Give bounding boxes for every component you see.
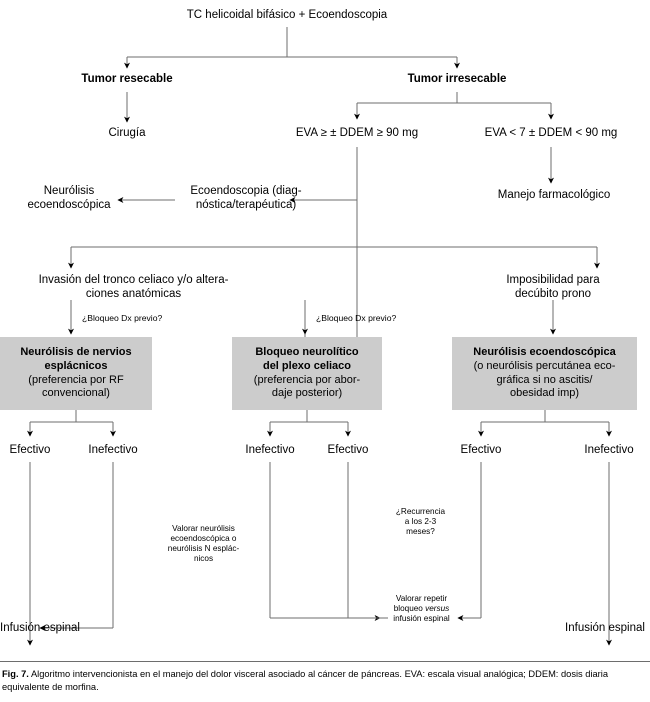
label-bloqueo-dx-previo-left: ¿Bloqueo Dx previo? (82, 313, 163, 323)
node-tc-helicoidal: TC helicoidal bifásico + Ecoendoscopia (186, 9, 388, 21)
note-text-versus: versus (425, 604, 450, 613)
note-valorar-repetir-bloqueo: Valorar repetir bloqueo versus infusión … (383, 594, 460, 624)
label-bloqueo-dx-previo-mid: ¿Bloqueo Dx previo? (316, 313, 397, 323)
caption-divider (0, 661, 650, 662)
node-tumor-resecable: Tumor resecable (81, 73, 173, 85)
note-recurrencia: ¿Recurrencia a los 2-3 meses? (395, 507, 446, 536)
box-neurolisis-ecoendoscopica[interactable]: Neurólisis ecoendoscópica(o neurólisis p… (452, 337, 637, 410)
note-text-a: Valorar repetir (395, 594, 448, 603)
node-eva-baja: EVA < 7 ± DDEM < 90 mg (484, 127, 618, 139)
node-efectivo-2: Efectivo (327, 444, 369, 456)
node-invasion-tronco-celiaco: Invasión del tronco celiaco y/o altera- … (38, 274, 229, 301)
node-tumor-irresecable: Tumor irresecable (407, 73, 507, 85)
note-text-c: infusión espinal (393, 614, 450, 623)
node-neurolisis-ecoendoscopica: Neurólisis ecoendoscópica (27, 185, 111, 212)
node-inefectivo-1: Inefectivo (88, 444, 138, 456)
node-manejo-farmacologico: Manejo farmacológico (497, 189, 611, 201)
node-ecoendoscopia: Ecoendoscopia (diag- nóstica/terapéutica… (190, 185, 302, 212)
node-efectivo-1: Efectivo (9, 444, 51, 456)
node-cirugia: Cirugía (108, 127, 146, 139)
figure-number: Fig. 7. (2, 669, 29, 679)
node-efectivo-3: Efectivo (460, 444, 502, 456)
note-valorar-neurolisis: Valorar neurólisis ecoendoscópica o neur… (167, 524, 240, 563)
note-text-b: bloqueo (393, 604, 426, 613)
node-inefectivo-2: Inefectivo (245, 444, 295, 456)
node-infusion-espinal-left: Infusión espinal (0, 622, 80, 634)
box-label: Neurólisis ecoendoscópica(o neurólisis p… (473, 346, 616, 400)
node-infusion-espinal-right: Infusión espinal (565, 622, 645, 634)
node-eva-alta: EVA ≥ ± DDEM ≥ 90 mg (295, 127, 419, 139)
figure-caption: Fig. 7. Algoritmo intervencionista en el… (2, 668, 648, 695)
node-imposibilidad-decubito: Imposibilidad para decúbito prono (506, 274, 600, 301)
node-inefectivo-3: Inefectivo (584, 444, 634, 456)
figure-caption-text: Algoritmo intervencionista en el manejo … (2, 669, 608, 693)
